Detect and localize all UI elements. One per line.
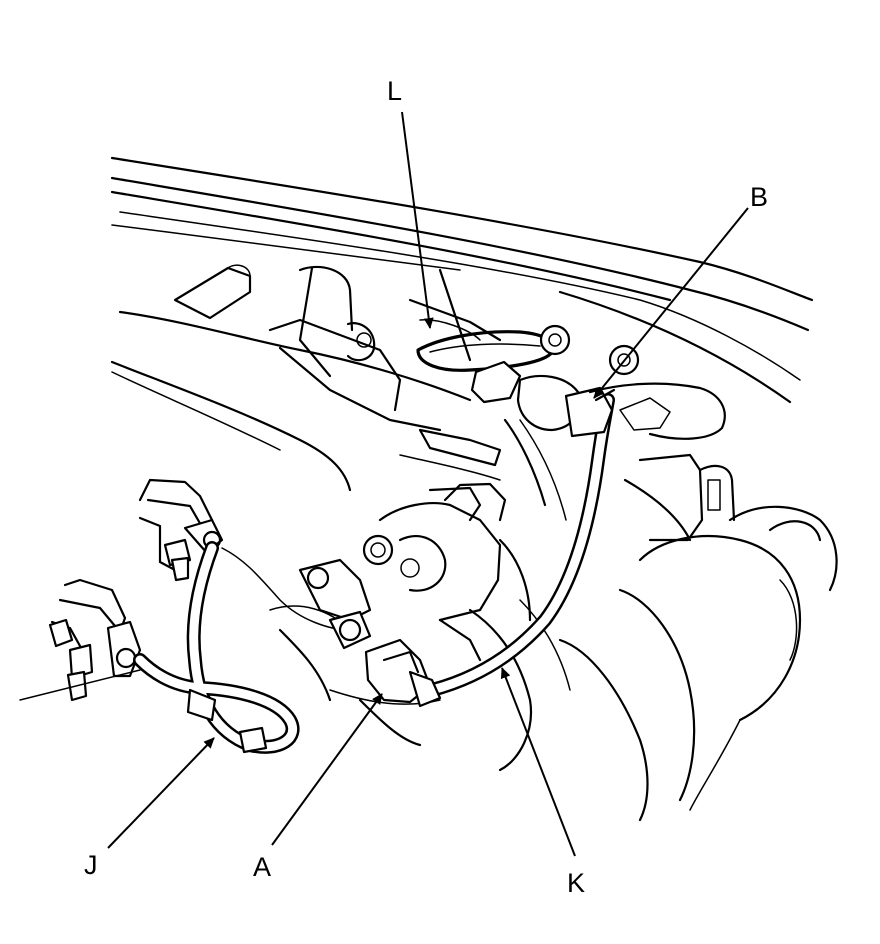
pipe-l — [416, 324, 571, 404]
callout-label-a: A — [253, 852, 271, 882]
callout-label-j: J — [84, 850, 98, 880]
callout-labels: L B J A K — [84, 76, 768, 898]
hose-k — [425, 393, 615, 697]
leader-b — [593, 207, 749, 399]
callout-label-b: B — [750, 182, 768, 212]
leader-j — [107, 737, 215, 849]
connector-b — [516, 344, 726, 440]
leader-l — [401, 111, 434, 329]
callout-label-k: K — [567, 868, 585, 898]
leader-a — [271, 693, 383, 846]
right-side-components — [558, 453, 838, 822]
engine-center-components — [269, 482, 571, 772]
connector-a — [328, 610, 442, 708]
callout-leaders — [107, 111, 749, 857]
callout-label-l: L — [387, 76, 402, 106]
fuel-injectors — [19, 478, 224, 702]
body-panel-lines — [110, 156, 814, 404]
hose-j — [133, 541, 351, 754]
leader-k — [500, 667, 576, 857]
